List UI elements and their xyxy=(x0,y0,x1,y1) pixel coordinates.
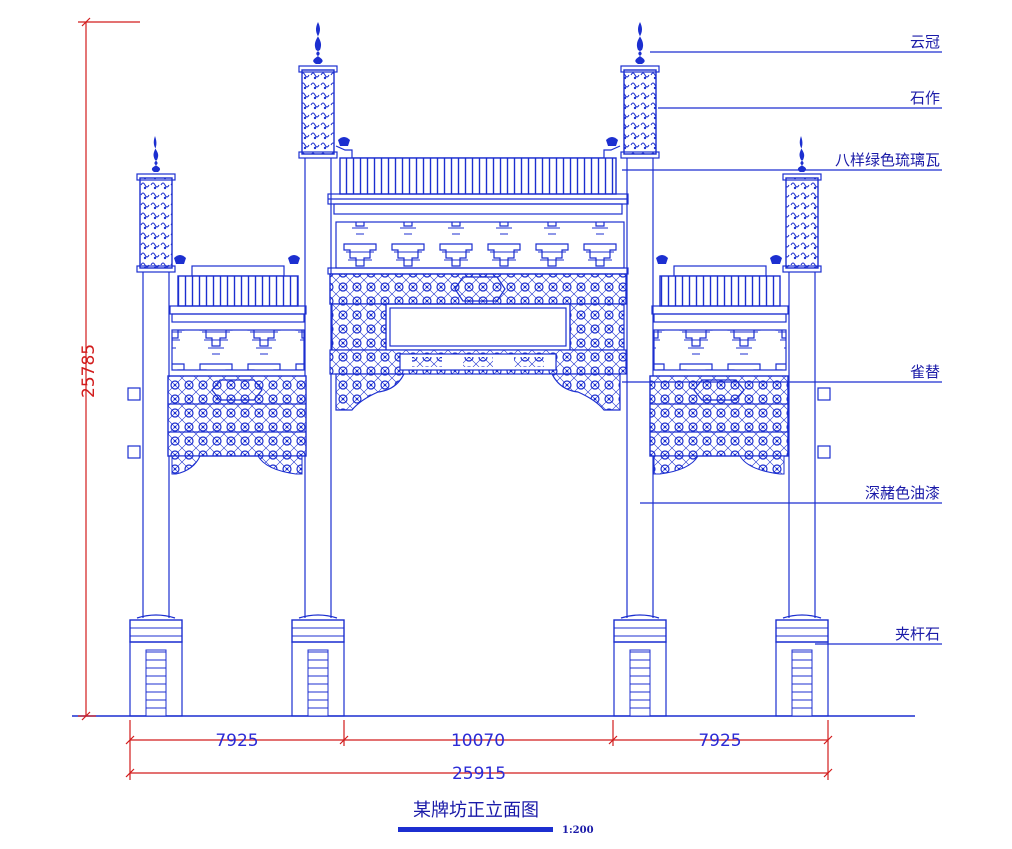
center-span-label: 10070 xyxy=(451,731,505,751)
callout-leaders xyxy=(622,51,942,645)
span-dimensions: 7925 10070 7925 25915 xyxy=(125,720,833,784)
height-dimension: 25785 xyxy=(78,17,140,721)
center-lintel xyxy=(329,273,627,375)
drawing-scale: 1:200 xyxy=(562,825,594,836)
title-underline xyxy=(398,827,553,832)
label-glazed-tile: 八样绿色琉璃瓦 xyxy=(835,151,940,169)
left-inner-clamp-stone xyxy=(291,614,345,717)
center-roof xyxy=(327,137,629,275)
right-side-roof xyxy=(651,255,789,371)
right-side-lintel xyxy=(649,375,831,475)
label-queti: 雀替 xyxy=(910,363,940,381)
label-cloud-crown: 云冠 xyxy=(910,33,940,51)
right-span-label: 7925 xyxy=(698,731,741,751)
left-span-label: 7925 xyxy=(215,731,258,751)
total-span-label: 25915 xyxy=(452,764,506,784)
center-queti-brackets xyxy=(335,373,621,411)
label-stonework: 石作 xyxy=(910,89,940,107)
right-inner-pillar xyxy=(620,22,660,618)
left-outer-clamp-stone xyxy=(129,614,183,717)
drawing-title: 某牌坊正立面图 xyxy=(413,800,539,821)
label-clamp-stone: 夹杆石 xyxy=(895,625,940,643)
label-paint: 深赭色油漆 xyxy=(865,484,940,502)
left-side-lintel xyxy=(127,375,307,475)
right-outer-clamp-stone xyxy=(775,614,829,717)
callout-labels: 云冠 石作 八样绿色琉璃瓦 雀替 深赭色油漆 夹杆石 xyxy=(835,33,940,643)
drawing-title-block: 某牌坊正立面图 1:200 xyxy=(398,800,594,836)
height-dimension-label: 25785 xyxy=(79,344,99,398)
right-outer-pillar xyxy=(782,136,822,618)
left-side-roof xyxy=(169,255,307,371)
right-inner-clamp-stone xyxy=(613,614,667,717)
left-inner-pillar xyxy=(298,22,338,618)
